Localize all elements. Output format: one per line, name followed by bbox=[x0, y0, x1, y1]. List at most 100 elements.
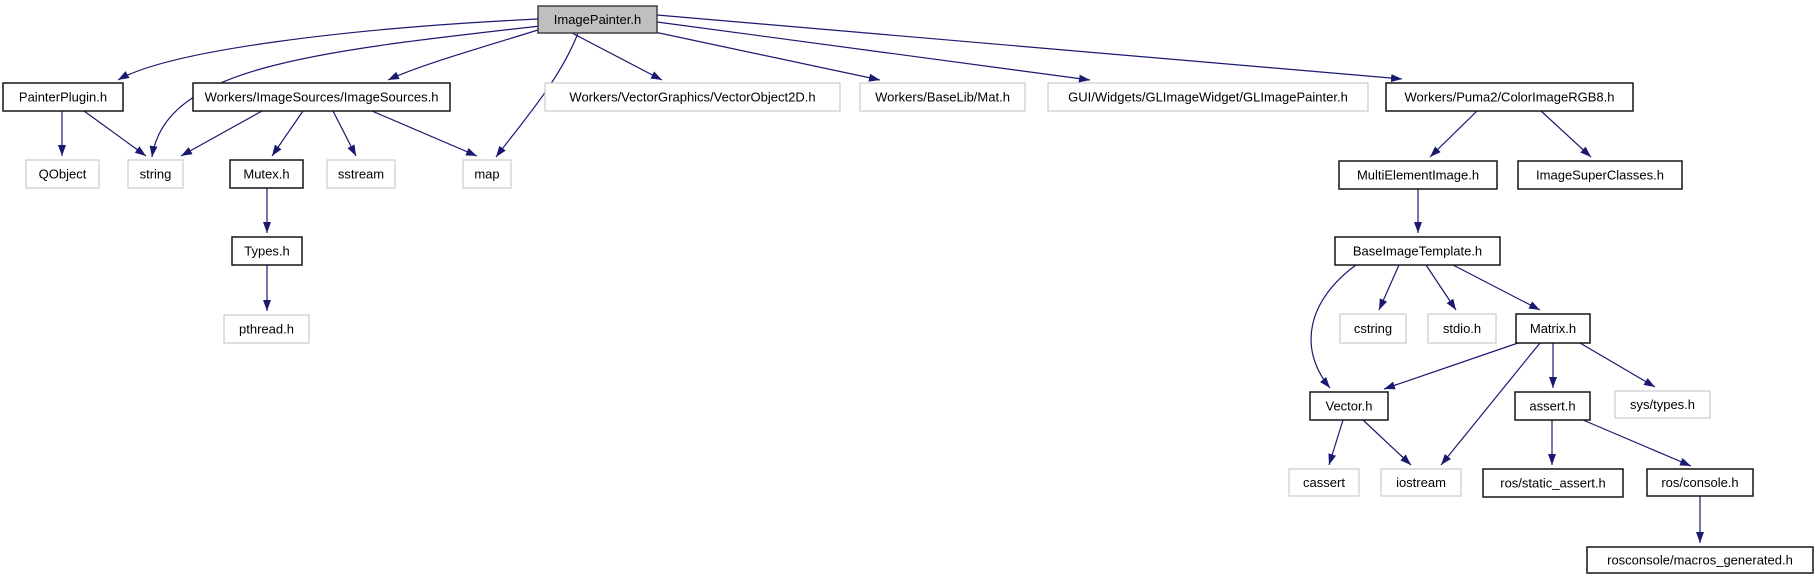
node-box-matrix bbox=[1515, 313, 1591, 344]
node-box-cassert bbox=[1288, 468, 1360, 497]
edge-imagesources-mutex bbox=[271, 110, 304, 157]
node-mat: Workers/BaseLib/Mat.h bbox=[859, 82, 1026, 112]
node-box-vectorobject2d bbox=[544, 82, 841, 112]
node-box-glimagepainter bbox=[1047, 82, 1369, 112]
edge-imagesources-map bbox=[371, 110, 478, 157]
edge-baseimagetemplate-vector bbox=[1310, 264, 1357, 389]
node-box-imagepainter bbox=[537, 5, 658, 34]
node-box-imagesuperclasses bbox=[1517, 160, 1683, 190]
node-box-string bbox=[127, 159, 184, 189]
node-label-map: map bbox=[474, 167, 499, 182]
node-box-pthread bbox=[223, 314, 310, 344]
node-label-rosconsolemacros: rosconsole/macros_generated.h bbox=[1607, 553, 1793, 568]
node-box-colorimagergb8 bbox=[1385, 82, 1634, 112]
node-imagesources[interactable]: Workers/ImageSources/ImageSources.h bbox=[192, 82, 451, 112]
node-sstream: sstream bbox=[326, 159, 396, 189]
edge-imagepainter-string bbox=[149, 25, 541, 158]
node-box-stdio bbox=[1427, 313, 1497, 344]
node-box-types bbox=[231, 236, 303, 266]
edge-vector-cassert bbox=[1328, 419, 1344, 466]
node-label-vector: Vector.h bbox=[1326, 399, 1373, 414]
node-label-painterplugin: PainterPlugin.h bbox=[19, 90, 107, 105]
node-label-assert: assert.h bbox=[1529, 399, 1575, 414]
node-label-types: Types.h bbox=[244, 244, 290, 259]
node-box-map bbox=[462, 159, 512, 189]
node-label-qobject: QObject bbox=[39, 167, 87, 182]
node-box-vector bbox=[1309, 391, 1389, 421]
node-console[interactable]: ros/console.h bbox=[1646, 468, 1754, 497]
node-label-mutex: Mutex.h bbox=[243, 167, 289, 182]
node-label-matrix: Matrix.h bbox=[1530, 321, 1576, 336]
edge-imagesources-string bbox=[180, 110, 263, 157]
edge-matrix-systypes bbox=[1579, 342, 1656, 388]
node-box-iostream bbox=[1380, 468, 1462, 497]
edge-colorimagergb8-multielementimage bbox=[1429, 110, 1478, 158]
node-map: map bbox=[462, 159, 512, 189]
node-multielementimage[interactable]: MultiElementImage.h bbox=[1338, 160, 1498, 190]
node-box-mutex bbox=[229, 159, 304, 189]
node-mutex[interactable]: Mutex.h bbox=[229, 159, 304, 189]
node-cstring: cstring bbox=[1339, 313, 1407, 344]
node-glimagepainter: GUI/Widgets/GLImageWidget/GLImagePainter… bbox=[1047, 82, 1369, 112]
node-box-baseimagetemplate bbox=[1334, 236, 1501, 266]
node-label-imagesuperclasses: ImageSuperClasses.h bbox=[1536, 168, 1664, 183]
edge-assert-console bbox=[1582, 419, 1692, 467]
edge-painterplugin-string bbox=[83, 110, 147, 157]
edge-matrix-vector bbox=[1383, 342, 1519, 390]
edge-colorimagergb8-imagesuperclasses bbox=[1540, 110, 1592, 158]
node-baseimagetemplate[interactable]: BaseImageTemplate.h bbox=[1334, 236, 1501, 266]
edge-imagepainter-glimagepainter bbox=[656, 21, 1091, 83]
edge-imagepainter-vectorobject2d bbox=[571, 32, 663, 81]
edge-imagepainter-colorimagergb8 bbox=[656, 14, 1403, 83]
edge-vector-iostream bbox=[1362, 419, 1412, 466]
node-cassert: cassert bbox=[1288, 468, 1360, 497]
node-staticassert[interactable]: ros/static_assert.h bbox=[1482, 468, 1624, 498]
edge-imagepainter-painterplugin bbox=[117, 18, 539, 81]
node-box-imagesources bbox=[192, 82, 451, 112]
node-box-mat bbox=[859, 82, 1026, 112]
node-label-cassert: cassert bbox=[1303, 475, 1345, 490]
node-vectorobject2d: Workers/VectorGraphics/VectorObject2D.h bbox=[544, 82, 841, 112]
node-label-sstream: sstream bbox=[338, 167, 384, 182]
node-box-console bbox=[1646, 468, 1754, 497]
node-box-sstream bbox=[326, 159, 396, 189]
node-pthread: pthread.h bbox=[223, 314, 310, 344]
node-matrix[interactable]: Matrix.h bbox=[1515, 313, 1591, 344]
node-label-string: string bbox=[140, 167, 172, 182]
edge-baseimagetemplate-matrix bbox=[1452, 264, 1541, 311]
node-assert[interactable]: assert.h bbox=[1514, 391, 1591, 421]
node-box-multielementimage bbox=[1338, 160, 1498, 190]
node-label-cstring: cstring bbox=[1354, 321, 1392, 336]
node-vector[interactable]: Vector.h bbox=[1309, 391, 1389, 421]
node-box-cstring bbox=[1339, 313, 1407, 344]
node-string: string bbox=[127, 159, 184, 189]
node-label-systypes: sys/types.h bbox=[1630, 397, 1695, 412]
edge-imagepainter-imagesources bbox=[387, 29, 539, 81]
node-imagepainter: ImagePainter.h bbox=[537, 5, 658, 34]
node-iostream: iostream bbox=[1380, 468, 1462, 497]
node-rosconsolemacros[interactable]: rosconsole/macros_generated.h bbox=[1586, 546, 1814, 574]
edge-imagepainter-map bbox=[495, 32, 579, 158]
node-painterplugin[interactable]: PainterPlugin.h bbox=[2, 82, 124, 112]
node-label-baseimagetemplate: BaseImageTemplate.h bbox=[1353, 244, 1482, 259]
node-label-pthread: pthread.h bbox=[239, 322, 294, 337]
node-label-imagesources: Workers/ImageSources/ImageSources.h bbox=[205, 90, 439, 105]
node-box-staticassert bbox=[1482, 468, 1624, 498]
node-systypes: sys/types.h bbox=[1614, 390, 1711, 419]
node-box-systypes bbox=[1614, 390, 1711, 419]
node-label-iostream: iostream bbox=[1396, 475, 1446, 490]
node-stdio: stdio.h bbox=[1427, 313, 1497, 344]
node-label-multielementimage: MultiElementImage.h bbox=[1357, 168, 1479, 183]
node-label-stdio: stdio.h bbox=[1443, 321, 1481, 336]
node-colorimagergb8[interactable]: Workers/Puma2/ColorImageRGB8.h bbox=[1385, 82, 1634, 112]
node-label-vectorobject2d: Workers/VectorGraphics/VectorObject2D.h bbox=[569, 90, 815, 105]
node-box-assert bbox=[1514, 391, 1591, 421]
node-imagesuperclasses[interactable]: ImageSuperClasses.h bbox=[1517, 160, 1683, 190]
node-box-rosconsolemacros bbox=[1586, 546, 1814, 574]
edge-imagepainter-mat bbox=[644, 29, 881, 82]
node-box-painterplugin bbox=[2, 82, 124, 112]
node-box-qobject bbox=[25, 159, 100, 189]
node-label-colorimagergb8: Workers/Puma2/ColorImageRGB8.h bbox=[1404, 90, 1614, 105]
node-types[interactable]: Types.h bbox=[231, 236, 303, 266]
